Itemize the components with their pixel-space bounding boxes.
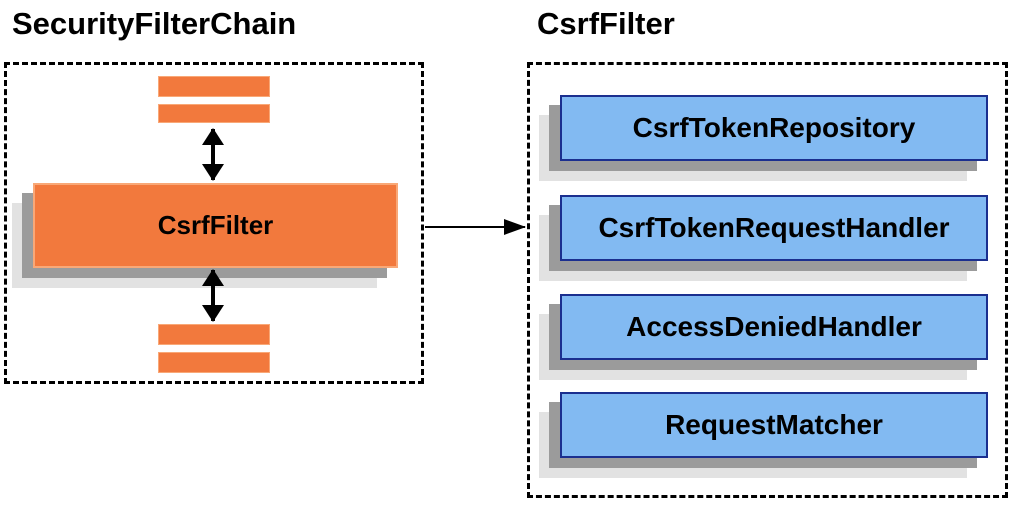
filter-bar <box>158 104 270 123</box>
component-box-csrf-token-request-handler: CsrfTokenRequestHandler <box>560 195 988 261</box>
csrf-filter-components-panel: CsrfTokenRepository CsrfTokenRequestHand… <box>527 62 1008 498</box>
csrf-filter-title: CsrfFilter <box>537 6 675 41</box>
filter-bar <box>158 76 270 97</box>
component-box-access-denied-handler: AccessDeniedHandler <box>560 294 988 360</box>
component-box-request-matcher: RequestMatcher <box>560 392 988 458</box>
filter-bar <box>158 324 270 345</box>
component-box-csrf-token-repository: CsrfTokenRepository <box>560 95 988 161</box>
filter-bar <box>158 352 270 373</box>
csrf-filter-box: CsrfFilter <box>33 183 398 268</box>
security-filter-chain-panel: CsrfFilter <box>4 62 424 384</box>
security-filter-chain-title: SecurityFilterChain <box>12 6 297 41</box>
